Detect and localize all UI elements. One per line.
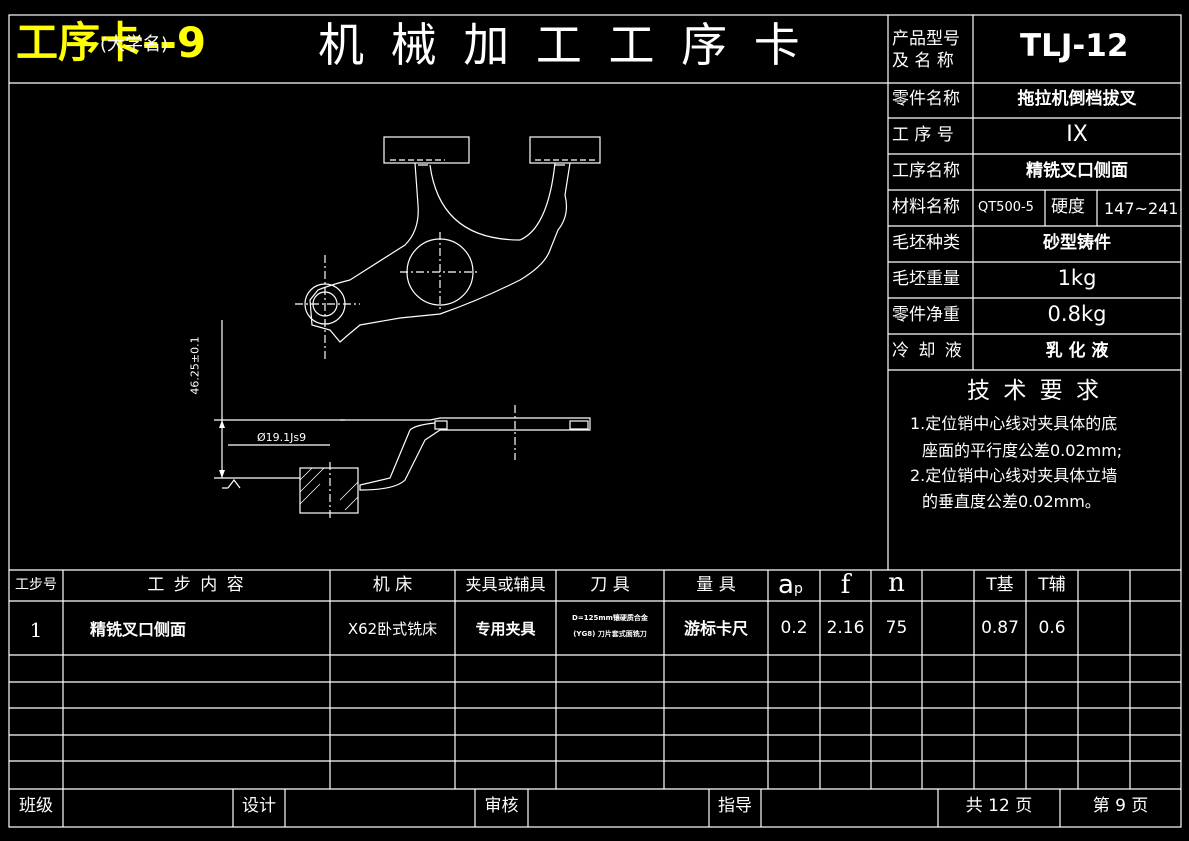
hardness-label: 硬度 — [1051, 197, 1085, 217]
right-clamp-block — [529, 136, 601, 164]
university-name-overlay: (大学名) — [100, 34, 169, 55]
coolant-value: 乳 化 液 — [1045, 341, 1109, 361]
col-machine: 机 床 — [372, 575, 413, 595]
col-content: 工 步 内 容 — [147, 575, 246, 595]
requirement-line-4: 的垂直度公差0.02mm。 — [922, 492, 1101, 511]
side-view-boss — [299, 467, 359, 514]
requirement-line-2: 座面的平行度公差0.02mm; — [922, 441, 1123, 460]
col-t-base: T基 — [986, 575, 1014, 595]
product-value: TLJ-12 — [1020, 28, 1129, 64]
col-tool: 刀 具 — [590, 575, 630, 595]
card-number: 工序卡--9 — [16, 18, 207, 67]
hardness-value: 147~241 — [1104, 199, 1179, 218]
fork-slot-arc — [429, 162, 556, 241]
side-view-arm — [340, 417, 591, 491]
col-ap-sub: p — [793, 581, 803, 597]
dim-diameter-label: Ø19.1Js9 — [257, 431, 307, 444]
row1-tool-line2: (YG8) 刀片套式面铣刀 — [573, 630, 647, 638]
net-weight-label: 零件净重 — [892, 305, 960, 325]
blank-weight-label: 毛坯重量 — [892, 269, 960, 289]
row1-t-aux: 0.6 — [1038, 618, 1066, 638]
row1-f: 2.16 — [826, 618, 865, 638]
col-t-aux: T辅 — [1038, 575, 1066, 595]
row1-content: 精铣叉口侧面 — [90, 620, 187, 639]
product-label: 产品型号 及 名 称 — [892, 29, 960, 71]
blank-weight-value: 1kg — [1057, 266, 1097, 290]
footer-total-pages: 共 12 页 — [965, 796, 1033, 816]
op-name-value: 精铣叉口侧面 — [1026, 161, 1128, 181]
net-weight-value: 0.8kg — [1047, 302, 1107, 326]
footer-review-label: 审核 — [484, 796, 519, 816]
col-gauge: 量 具 — [696, 575, 736, 595]
col-n: n — [888, 568, 905, 598]
requirement-line-1: 1.定位销中心线对夹具体的底 — [910, 414, 1118, 433]
col-f: f — [840, 570, 851, 600]
material-label: 材料名称 — [892, 197, 960, 217]
row1-gauge: 游标卡尺 — [683, 619, 748, 638]
part-name-label: 零件名称 — [892, 89, 960, 109]
col-fixture: 夹具或辅具 — [465, 575, 546, 594]
requirement-line-3: 2.定位销中心线对夹具体立墙 — [910, 466, 1118, 485]
part-name-value: 拖拉机倒档拔叉 — [1017, 89, 1137, 109]
left-clamp-block — [383, 136, 470, 164]
material-value: QT500-5 — [978, 200, 1034, 215]
row1-fixture: 专用夹具 — [475, 620, 536, 638]
blank-type-value: 砂型铸件 — [1043, 233, 1111, 253]
page-title: 机 械 加 工 工 序 卡 — [318, 18, 806, 72]
col-ap: ap — [778, 572, 803, 598]
footer-design-label: 设计 — [242, 796, 276, 816]
col-step-no: 工步号 — [15, 577, 57, 593]
requirements-title: 技 术 要 求 — [967, 378, 1102, 404]
op-no-label: 工 序 号 — [892, 125, 954, 145]
footer-page-no: 第 9 页 — [1092, 796, 1149, 816]
footer-guide-label: 指导 — [718, 796, 752, 816]
col-ap-main: a — [778, 570, 794, 600]
row1-step: 1 — [29, 618, 43, 642]
coolant-label: 冷 却 液 — [892, 341, 964, 361]
row1-ap: 0.2 — [780, 618, 808, 638]
op-name-label: 工序名称 — [892, 161, 960, 181]
row1-t-base: 0.87 — [981, 618, 1019, 638]
dim-height-label: 46.25±0.1 — [188, 336, 202, 395]
footer-class-label: 班级 — [19, 796, 53, 816]
row1-machine: X62卧式铣床 — [347, 620, 438, 638]
fork-outline — [309, 162, 571, 343]
row1-tool-line1: D=125mm镶硬质合金 — [572, 614, 648, 622]
row1-n: 75 — [885, 618, 908, 638]
op-no-value: IX — [1066, 122, 1088, 147]
blank-type-label: 毛坯种类 — [892, 233, 960, 253]
